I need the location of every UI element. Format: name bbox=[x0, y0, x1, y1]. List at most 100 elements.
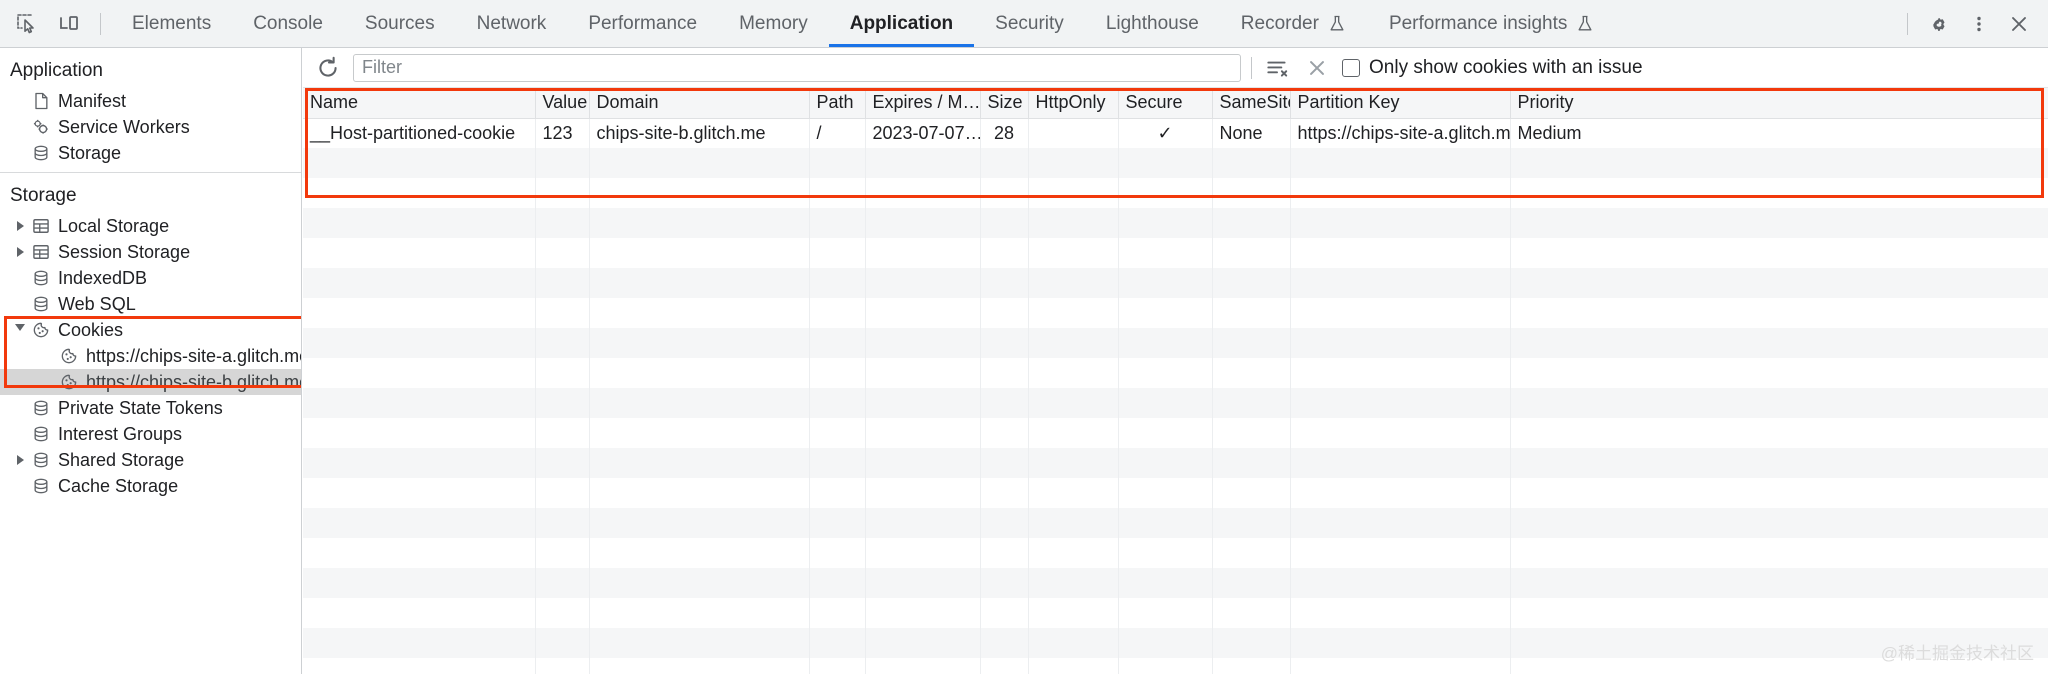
tab-lighthouse[interactable]: Lighthouse bbox=[1085, 0, 1220, 47]
tab-sources[interactable]: Sources bbox=[344, 0, 456, 47]
column-header-partition-key[interactable]: Partition Key bbox=[1290, 88, 1511, 119]
column-header-expires-m[interactable]: Expires / M… bbox=[865, 88, 981, 119]
empty-cell bbox=[980, 388, 1029, 418]
cell-priority[interactable]: Medium bbox=[1510, 118, 2048, 148]
empty-cell bbox=[1290, 568, 1511, 598]
cell-path[interactable]: / bbox=[809, 118, 866, 148]
sidebar-item-interest-groups[interactable]: Interest Groups bbox=[0, 421, 301, 447]
database-icon bbox=[28, 143, 54, 163]
column-header-secure[interactable]: Secure bbox=[1118, 88, 1213, 119]
chevron-right-icon[interactable] bbox=[12, 247, 28, 257]
chevron-right-icon[interactable] bbox=[12, 455, 28, 465]
empty-cell bbox=[1118, 358, 1213, 388]
empty-cell bbox=[1290, 418, 1511, 448]
column-header-httponly[interactable]: HttpOnly bbox=[1028, 88, 1119, 119]
tab-recorder[interactable]: Recorder bbox=[1220, 0, 1368, 47]
empty-cell bbox=[980, 178, 1029, 208]
empty-cell bbox=[980, 658, 1029, 674]
column-header-label: Domain bbox=[596, 92, 659, 113]
database-icon bbox=[34, 296, 48, 312]
checkbox-box[interactable] bbox=[1342, 58, 1360, 77]
column-header-label: Value bbox=[542, 92, 588, 113]
cell-httponly[interactable] bbox=[1028, 118, 1119, 148]
empty-cell bbox=[1118, 538, 1213, 568]
cell-value: 28 bbox=[993, 122, 1015, 143]
tab-performance-insights[interactable]: Performance insights bbox=[1368, 0, 1616, 47]
cookie-icon bbox=[61, 348, 77, 364]
cell-value[interactable]: 123 bbox=[535, 118, 590, 148]
empty-cell bbox=[589, 598, 810, 628]
clear-all-icon[interactable] bbox=[1302, 53, 1332, 83]
cell-samesite[interactable]: None bbox=[1212, 118, 1291, 148]
sidebar-item-service-workers[interactable]: Service Workers bbox=[0, 114, 301, 140]
cell-value: / bbox=[816, 122, 822, 143]
column-header-size[interactable]: Size bbox=[980, 88, 1029, 119]
empty-cell bbox=[589, 178, 810, 208]
column-header-samesite[interactable]: SameSite bbox=[1212, 88, 1291, 119]
inspect-element-icon[interactable] bbox=[8, 5, 46, 43]
gear-icon[interactable] bbox=[1920, 5, 1958, 43]
cell-name[interactable]: __Host-partitioned-cookie bbox=[303, 118, 536, 148]
cell-domain[interactable]: chips-site-b.glitch.me bbox=[589, 118, 810, 148]
empty-cell bbox=[589, 388, 810, 418]
tab-security[interactable]: Security bbox=[974, 0, 1085, 47]
empty-cell bbox=[1212, 148, 1291, 178]
tab-memory[interactable]: Memory bbox=[718, 0, 829, 47]
tab-performance[interactable]: Performance bbox=[567, 0, 718, 47]
cell-secure[interactable]: ✓ bbox=[1118, 118, 1213, 148]
cell-size[interactable]: 28 bbox=[980, 118, 1029, 148]
close-icon[interactable] bbox=[2000, 5, 2038, 43]
column-header-label: Secure bbox=[1125, 92, 1183, 113]
sidebar-item-local-storage[interactable]: Local Storage bbox=[0, 213, 301, 239]
empty-cell bbox=[535, 448, 590, 478]
tab-console[interactable]: Console bbox=[232, 0, 344, 47]
sidebar-item-cookies[interactable]: Cookies bbox=[0, 317, 301, 343]
only-show-issues-checkbox[interactable]: Only show cookies with an issue bbox=[1342, 57, 1643, 79]
sidebar-item-https-chips-site-b-glitch-me[interactable]: https://chips-site-b.glitch.me bbox=[0, 369, 301, 395]
column-header-path[interactable]: Path bbox=[809, 88, 866, 119]
column-header-value[interactable]: Value bbox=[535, 88, 590, 119]
empty-cell bbox=[535, 598, 590, 628]
database-icon bbox=[34, 400, 48, 416]
table-empty-row bbox=[303, 298, 2048, 328]
sidebar-item-session-storage[interactable]: Session Storage bbox=[0, 239, 301, 265]
empty-cell bbox=[809, 568, 866, 598]
empty-cell bbox=[303, 148, 536, 178]
column-header-priority[interactable]: Priority bbox=[1510, 88, 2048, 119]
kebab-menu-icon[interactable] bbox=[1960, 5, 1998, 43]
sidebar-item-web-sql[interactable]: Web SQL bbox=[0, 291, 301, 317]
empty-cell bbox=[1118, 478, 1213, 508]
sidebar-item-cache-storage[interactable]: Cache Storage bbox=[0, 473, 301, 499]
filter-input[interactable] bbox=[353, 53, 1241, 82]
empty-cell bbox=[1118, 388, 1213, 418]
sidebar-item-https-chips-site-a-glitch-me[interactable]: https://chips-site-a.glitch.me bbox=[0, 343, 301, 369]
tab-label: Security bbox=[995, 12, 1064, 34]
column-header-domain[interactable]: Domain bbox=[589, 88, 810, 119]
sidebar-item-indexeddb[interactable]: IndexedDB bbox=[0, 265, 301, 291]
sidebar-item-shared-storage[interactable]: Shared Storage bbox=[0, 447, 301, 473]
tab-elements[interactable]: Elements bbox=[111, 0, 232, 47]
empty-cell bbox=[1212, 658, 1291, 674]
sidebar-item-manifest[interactable]: Manifest bbox=[0, 88, 301, 114]
tab-network[interactable]: Network bbox=[456, 0, 568, 47]
empty-cell bbox=[303, 418, 536, 448]
clear-filtered-icon[interactable] bbox=[1262, 53, 1292, 83]
table-empty-row bbox=[303, 178, 2048, 208]
tab-application[interactable]: Application bbox=[828, 0, 975, 47]
table-empty-row bbox=[303, 268, 2048, 298]
empty-cell bbox=[1028, 238, 1119, 268]
chevron-down-icon[interactable] bbox=[12, 324, 28, 336]
sidebar-item-storage[interactable]: Storage bbox=[0, 140, 301, 166]
column-header-name[interactable]: Name bbox=[303, 88, 536, 119]
empty-cell bbox=[1290, 538, 1511, 568]
sidebar-item-private-state-tokens[interactable]: Private State Tokens bbox=[0, 395, 301, 421]
empty-cell bbox=[809, 358, 866, 388]
refresh-icon[interactable] bbox=[313, 53, 343, 83]
chevron-right-icon[interactable] bbox=[12, 221, 28, 231]
cell-partition-key[interactable]: https://chips-site-a.glitch.me bbox=[1290, 118, 1511, 148]
cell-expires-m[interactable]: 2023-07-07… bbox=[865, 118, 981, 148]
device-toolbar-icon[interactable] bbox=[50, 5, 88, 43]
